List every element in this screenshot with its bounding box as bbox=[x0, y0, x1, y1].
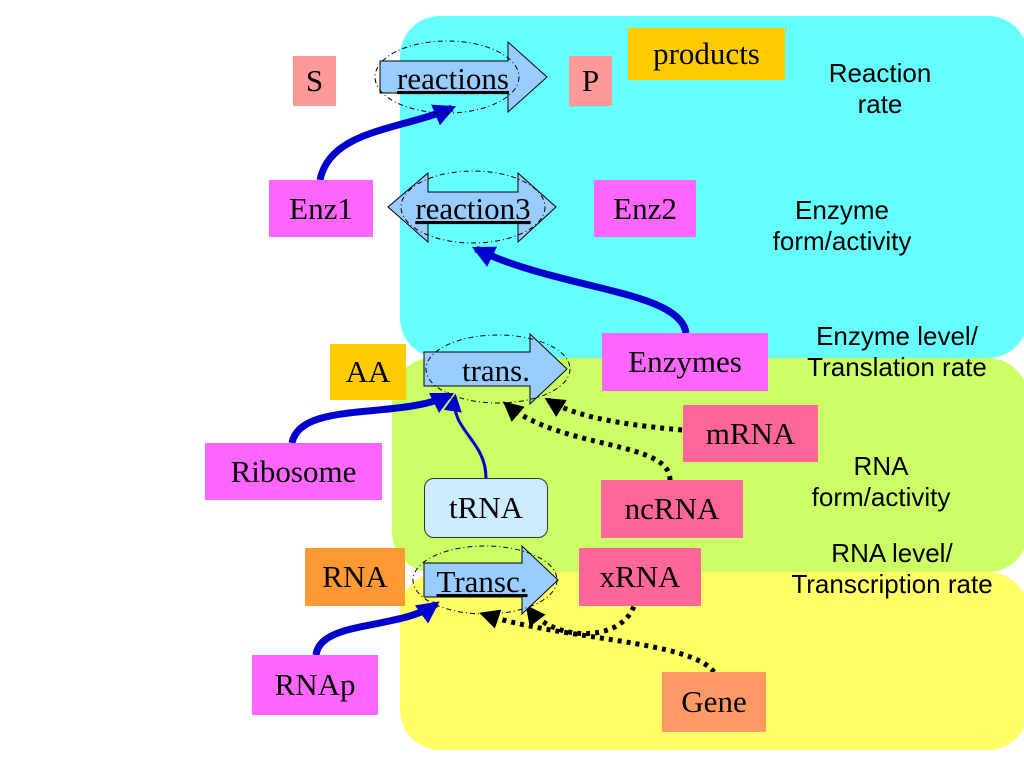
enzyme-activity-line2: form/activity bbox=[772, 226, 912, 256]
reactions-process-arrow: reactions bbox=[374, 40, 548, 114]
rna-activity-line1: RNA bbox=[853, 451, 909, 481]
enzyme-level-label: Enzyme level/ Translation rate bbox=[774, 321, 1020, 383]
enz1-activates-reactions bbox=[316, 104, 457, 181]
ribosome-activates-translation bbox=[288, 391, 455, 445]
enzymes-activate-reaction3 bbox=[471, 245, 690, 334]
rna-activity-line2: form/activity bbox=[811, 482, 951, 512]
rna-level-label: RNA level/ Transcription rate bbox=[760, 538, 1024, 600]
rna-level-line1: RNA level/ bbox=[831, 538, 953, 568]
node-products: products bbox=[628, 28, 785, 80]
reaction3-label: reaction3 bbox=[415, 191, 530, 226]
reactions-label: reactions bbox=[397, 61, 509, 96]
reaction3-process-arrow: reaction3 bbox=[387, 170, 557, 244]
translation-process-arrow: trans. bbox=[423, 332, 571, 406]
enzyme-level-line2: Translation rate bbox=[807, 352, 987, 382]
node-trna: tRNA bbox=[424, 478, 548, 538]
enzyme-level-line1: Enzyme level/ bbox=[816, 321, 978, 351]
node-enzymes: Enzymes bbox=[602, 333, 768, 391]
transcription-label: Transc. bbox=[436, 564, 527, 599]
enzyme-activity-label: Enzyme form/activity bbox=[742, 195, 942, 257]
node-ncrna: ncRNA bbox=[601, 480, 743, 538]
node-ribosome: Ribosome bbox=[205, 443, 382, 500]
trna-activates-translation bbox=[443, 393, 488, 479]
node-mrna: mRNA bbox=[683, 405, 818, 462]
node-rnap: RNAp bbox=[252, 655, 378, 715]
transcription-process-arrow: Transc. bbox=[412, 544, 559, 616]
reaction-rate-line2: rate bbox=[857, 89, 903, 119]
node-gene: Gene bbox=[662, 672, 766, 732]
node-s: S bbox=[293, 56, 336, 106]
node-enz1: Enz1 bbox=[269, 180, 373, 237]
rna-activity-label: RNA form/activity bbox=[784, 451, 978, 513]
rna-level-line2: Transcription rate bbox=[791, 569, 993, 599]
reaction-rate-line1: Reaction bbox=[828, 58, 932, 88]
gene-to-transcription bbox=[479, 609, 716, 674]
reaction-rate-label: Reaction rate bbox=[795, 58, 965, 120]
translation-label: trans. bbox=[462, 353, 530, 388]
node-xrna: xRNA bbox=[579, 548, 701, 606]
node-p: P bbox=[569, 56, 612, 106]
node-aa: AA bbox=[330, 344, 406, 400]
enzyme-activity-line1: Enzyme bbox=[795, 195, 889, 225]
rnap-activates-transcription bbox=[312, 601, 440, 656]
node-rna: RNA bbox=[305, 548, 405, 606]
node-enz2: Enz2 bbox=[594, 180, 696, 237]
